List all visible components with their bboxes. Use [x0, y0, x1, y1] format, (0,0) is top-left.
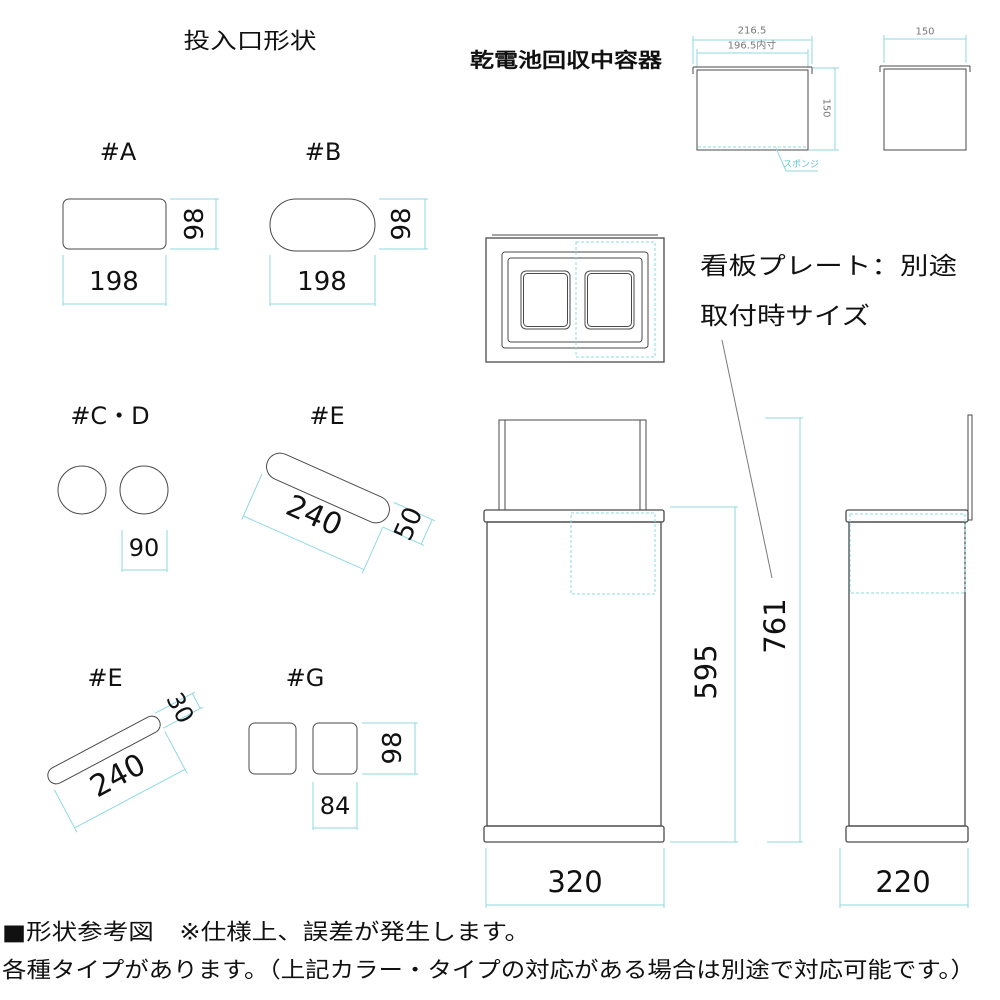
depth-label: 150	[915, 27, 934, 38]
opening-a-height-label: 98	[180, 207, 210, 240]
opening-e-wide-length-line	[243, 515, 365, 571]
side-signboard-panel	[967, 414, 973, 521]
opening-a-label: #A	[100, 138, 137, 166]
top-view-opening-right	[584, 270, 635, 330]
battery-container-title: 乾電池回収中容器	[470, 48, 663, 72]
depth-label: 220	[875, 865, 930, 899]
opening-g-height-label: 98	[378, 731, 408, 764]
inner-width-label: 196.5内寸	[728, 39, 777, 52]
opening-b-label: #B	[305, 138, 342, 166]
front-body	[696, 69, 809, 151]
trash-can-front-view: 320 595 761	[483, 417, 803, 908]
opening-c-circle	[57, 465, 107, 515]
front-rim	[483, 509, 665, 523]
opening-e-narrow-length-line	[74, 768, 186, 829]
outer-width-label: 216.5	[738, 26, 767, 37]
opening-e-narrow-width-extension-top	[154, 691, 196, 714]
opening-a-width-label: 198	[89, 267, 139, 297]
battery-container-side-view: 150	[879, 27, 971, 151]
footer-notes: ■形状参考図 ※仕様上、誤差が発生します。 各種タイプがあります。（上記カラー・…	[2, 921, 975, 984]
trash-can-top-view	[485, 234, 665, 363]
opening-cd: #C・D 90	[57, 402, 169, 572]
signboard-note-line2: 取付時サイズ	[700, 302, 870, 330]
sponge-leader	[775, 147, 787, 172]
opening-a: #A 98 198	[62, 138, 219, 306]
front-signboard-panel	[498, 419, 647, 511]
top-view-opening-left-inner	[523, 273, 568, 327]
signboard-note: 看板プレート：別途 取付時サイズ	[700, 252, 957, 579]
footer-line2: 各種タイプがあります。（上記カラー・タイプの対応がある場合は別途で対応可能です。…	[2, 959, 975, 984]
front-base	[483, 825, 665, 843]
opening-cd-label: #C・D	[70, 402, 149, 430]
side-rim	[845, 509, 969, 523]
opening-e-wide-slot	[266, 452, 390, 524]
signboard-note-leader	[721, 339, 773, 579]
opening-e-narrow-width-label: 30	[160, 688, 199, 728]
opening-b-width-label: 198	[297, 267, 347, 297]
opening-e-wide-width-extension-top	[393, 502, 436, 522]
side-body	[848, 521, 966, 827]
opening-b-height-label: 98	[387, 207, 417, 240]
opening-e-wide-length-extension-left	[241, 473, 263, 520]
side-base	[845, 825, 969, 843]
opening-cd-diameter-label: 90	[129, 534, 160, 562]
battery-container-front-view: 216.5 196.5内寸 150 スポンジ	[692, 26, 839, 172]
top-view-battery-container-outline	[575, 241, 656, 358]
top-view-opening-right-inner	[587, 273, 632, 327]
top-view-outer	[485, 237, 665, 363]
opening-e-wide: #E 240 50	[241, 402, 436, 574]
width-label: 320	[547, 865, 602, 899]
opening-e-narrow-label: #E	[87, 664, 122, 692]
opening-b: #B 98 198	[269, 138, 428, 306]
opening-e-wide-length-extension-right	[361, 527, 384, 574]
opening-e-narrow-length-extension-left	[53, 789, 78, 833]
opening-g-shape-right	[312, 722, 358, 775]
battery-container-section: 乾電池回収中容器 216.5 196.5内寸 150 スポンジ	[470, 26, 971, 172]
opening-e-narrow-length-extension-right	[164, 731, 188, 774]
top-view-lid-inner	[507, 257, 643, 343]
front-body	[486, 521, 662, 827]
top-view-lid-outer	[501, 251, 649, 349]
signboard-note-line1: 看板プレート：別途	[700, 252, 957, 280]
page-title: 投入口形状	[184, 30, 317, 55]
front-battery-container-outline	[570, 512, 656, 595]
opening-e-narrow-width-extension-bottom	[162, 706, 204, 729]
opening-e-wide-width-line	[420, 519, 433, 545]
height-label: 150	[821, 98, 832, 117]
opening-b-shape	[269, 198, 376, 252]
footer-line1: ■形状参考図 ※仕様上、誤差が発生します。	[2, 921, 530, 946]
trash-can-side-view: 220	[839, 414, 973, 908]
body-height-label: 595	[689, 644, 723, 699]
opening-e-narrow-width-line	[191, 693, 201, 709]
opening-e-narrow: #E 240 30	[47, 664, 204, 833]
opening-e-wide-length-label: 240	[281, 488, 348, 543]
side-battery-container-outline	[849, 513, 966, 594]
opening-a-shape	[62, 198, 167, 250]
opening-g: #G 98 84	[248, 664, 418, 830]
opening-e-narrow-length-label: 240	[85, 747, 152, 805]
sponge-label: スポンジ	[783, 159, 819, 170]
top-view-opening-left	[520, 270, 571, 330]
side-body	[883, 68, 967, 151]
total-height-label: 761	[758, 598, 792, 653]
opening-g-width-label: 84	[320, 792, 351, 820]
opening-e-wide-width-extension-bottom	[382, 526, 425, 546]
opening-d-circle	[119, 465, 169, 515]
opening-e-wide-label: #E	[309, 402, 344, 430]
opening-e-narrow-slot	[47, 715, 161, 785]
opening-g-label: #G	[286, 664, 325, 692]
opening-g-shape-left	[248, 722, 297, 775]
